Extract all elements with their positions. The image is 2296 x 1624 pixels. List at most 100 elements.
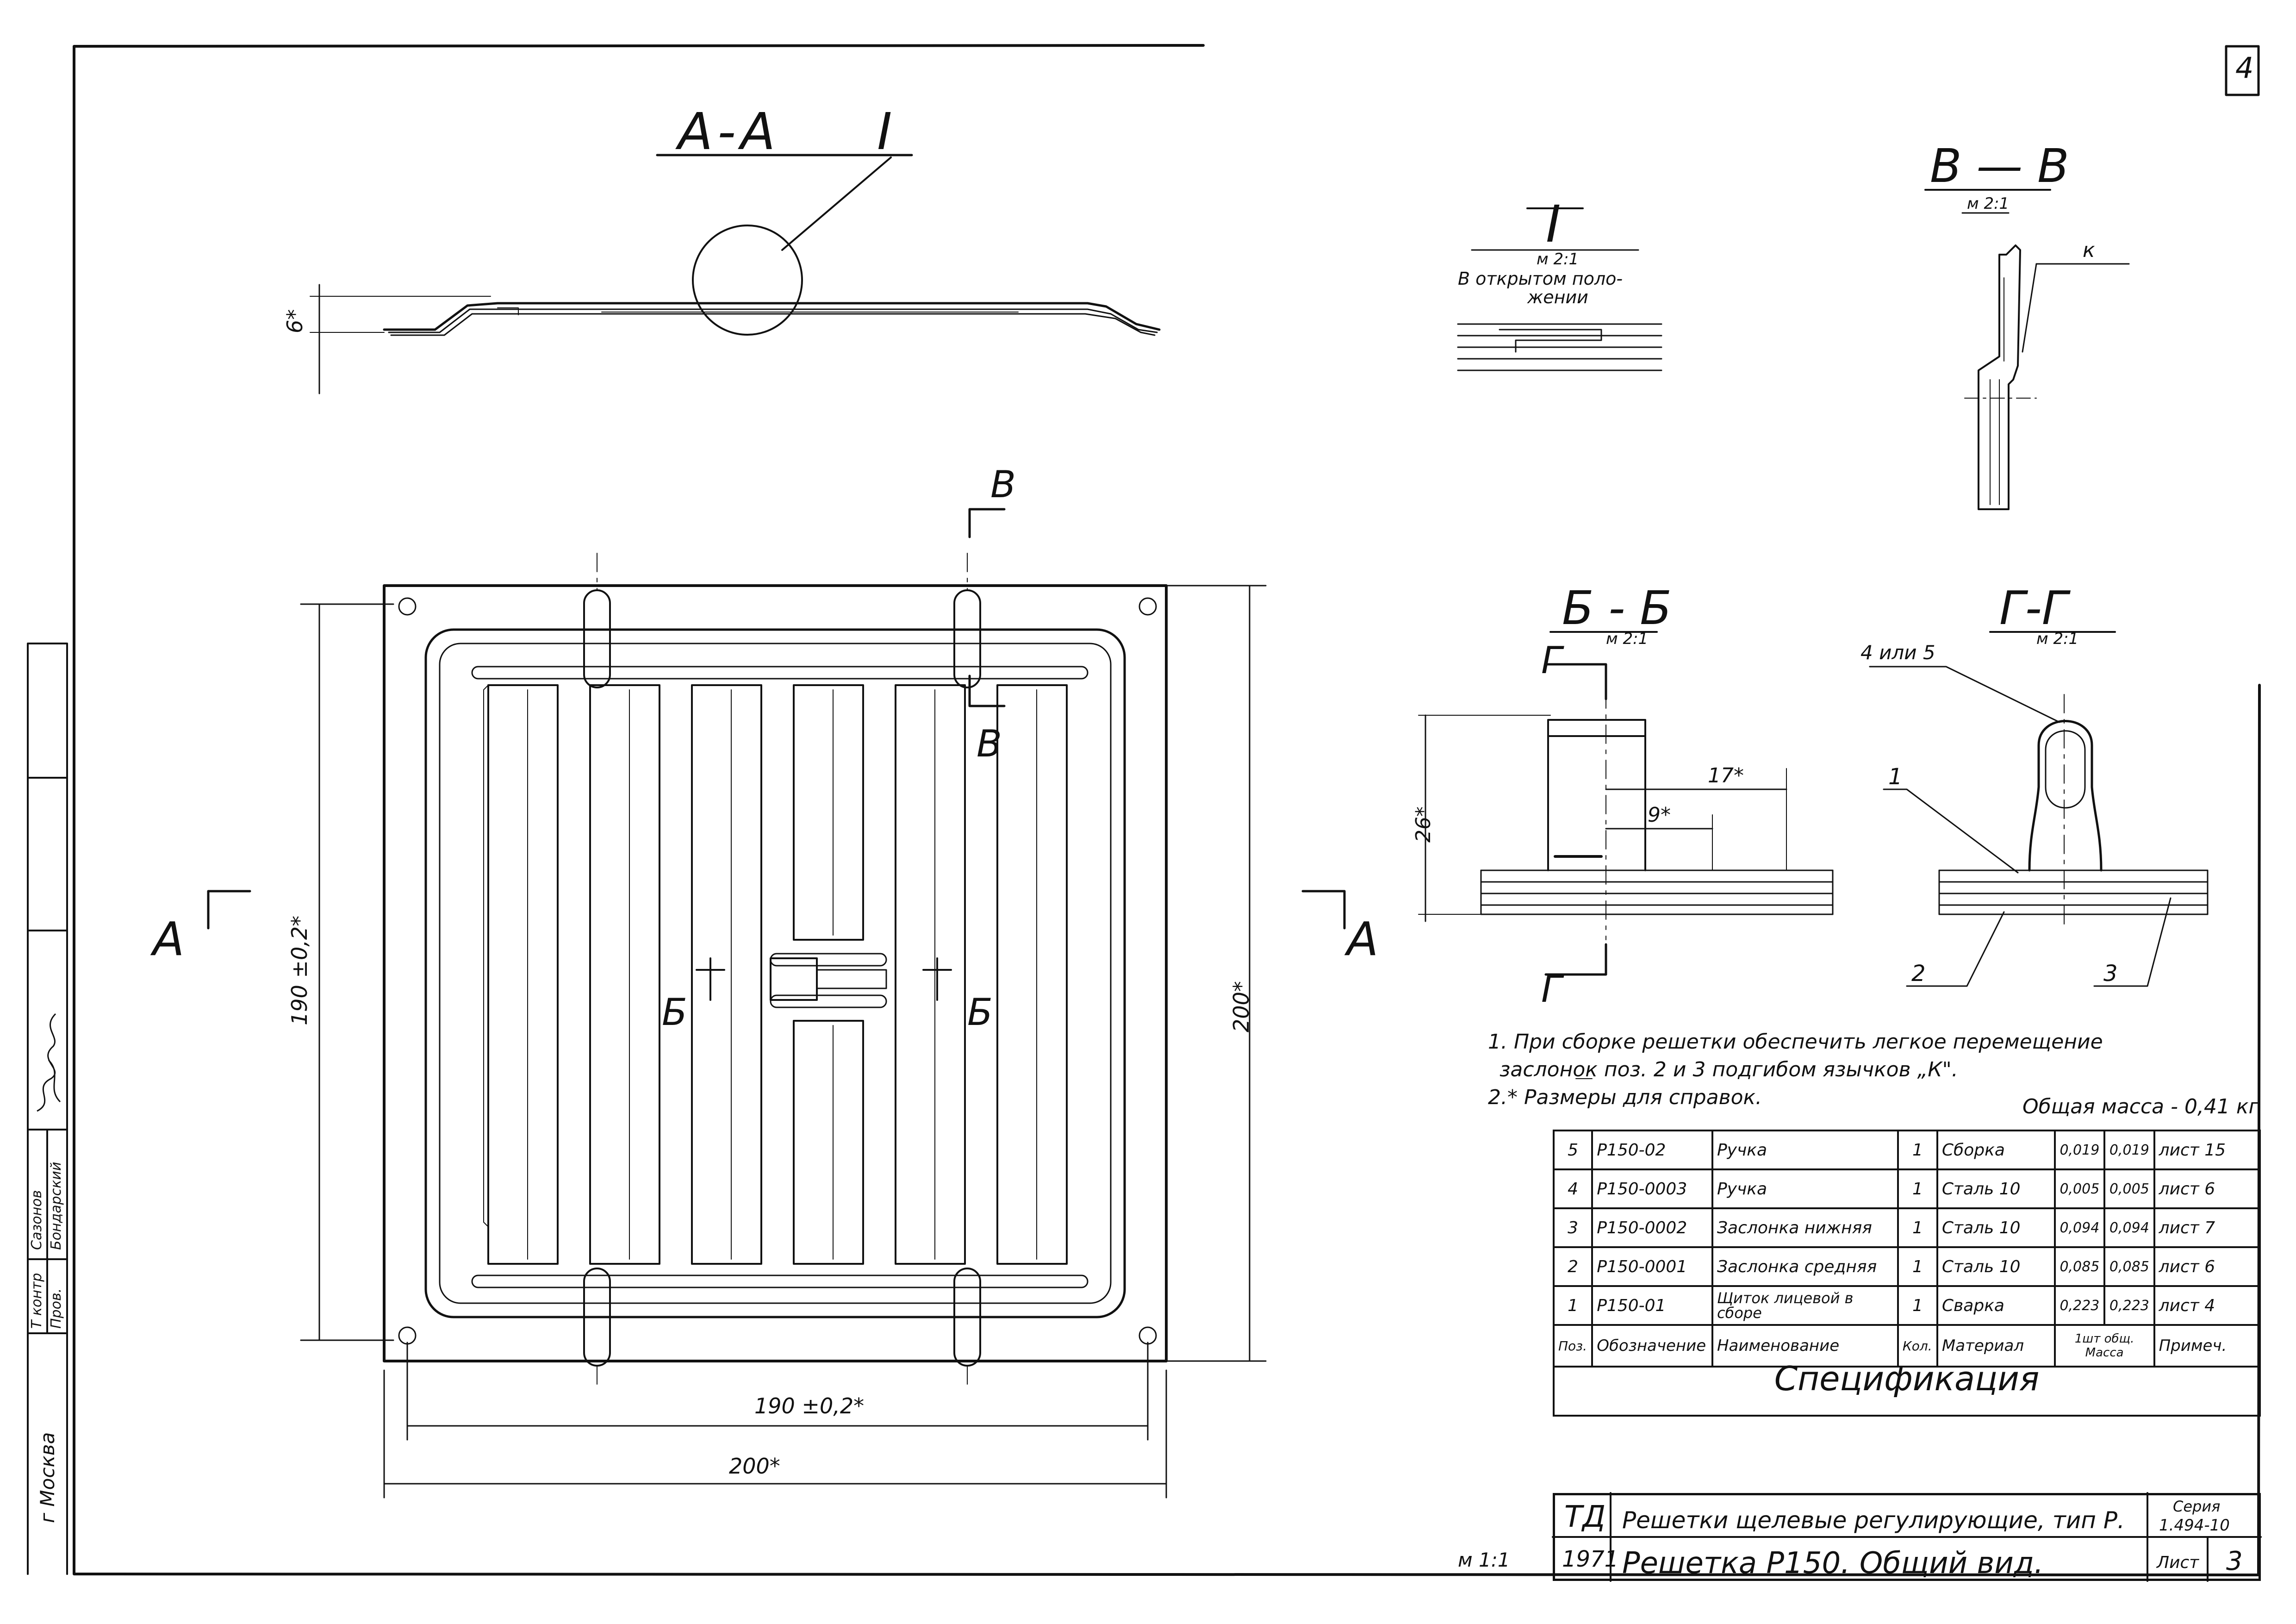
spec-code: Р150-0003 (1591, 1168, 1713, 1209)
section-vv-label-k: к (2083, 238, 2095, 262)
spec-rows: 5 Р150-02 Ручка 1 Сборка 0,019 0,019 лис… (1552, 1130, 2261, 1368)
spec-note: лист 4 (2153, 1285, 2261, 1326)
section-aa (310, 154, 1161, 394)
spec-header-row: Поз. Обозначение Наименование Кол. Матер… (1552, 1324, 2261, 1368)
spec-note: лист 7 (2153, 1207, 2261, 1248)
title-block-sheet: 3 (2226, 1546, 2243, 1576)
table-row: 5 Р150-02 Ручка 1 Сборка 0,019 0,019 лис… (1552, 1130, 2261, 1170)
spec-name: Заслонка нижняя (1711, 1207, 1899, 1248)
spec-mass-total: 0,223 (2103, 1285, 2155, 1326)
spec-name: Заслонка средняя (1711, 1246, 1899, 1287)
table-row: 4 Р150-0003 Ручка 1 Сталь 10 0,005 0,005… (1552, 1168, 2261, 1209)
section-bb (1418, 631, 1834, 976)
spec-name: Ручка (1711, 1130, 1899, 1170)
spec-mass-total: 0,085 (2103, 1246, 2155, 1287)
margin-name-1: Сазонов (29, 1190, 45, 1250)
plan-cut-b-left: Б (662, 991, 687, 1034)
detail-i-scale: м 2:1 (1537, 250, 1579, 269)
spec-code: Р150-01 (1591, 1285, 1713, 1326)
spec-header-code: Обозначение (1591, 1324, 1713, 1368)
spec-note: лист 6 (2153, 1168, 2261, 1209)
detail-i-caption-2: жении (1527, 287, 1588, 307)
spec-mass-unit: 0,019 (2053, 1130, 2106, 1170)
spec-material: Сварка (1936, 1285, 2056, 1326)
spec-name: Ручка (1711, 1168, 1899, 1209)
spec-code: Р150-0001 (1591, 1246, 1713, 1287)
title-block-year: 1971 (1562, 1546, 1619, 1572)
title-block-lines (1552, 1492, 2262, 1582)
spec-material: Сборка (1936, 1130, 2056, 1170)
title-block-series-label: Серия (2173, 1498, 2221, 1515)
spec-header-mass-1: 1шт (2074, 1332, 2101, 1346)
spec-material: Сталь 10 (1936, 1246, 2056, 1287)
spec-mass-unit: 0,223 (2053, 1285, 2106, 1326)
title-block-series: 1.494-10 (2159, 1516, 2230, 1535)
sheet-frame (73, 44, 2261, 1576)
drawing-scale: м 1:1 (1458, 1549, 1510, 1571)
spec-code: Р150-02 (1591, 1130, 1713, 1170)
section-gg-scale: м 2:1 (2036, 630, 2079, 648)
title-block-td: ТД (1564, 1500, 1606, 1534)
spec-pos: 2 (1552, 1246, 1593, 1287)
spec-mass-total: 0,019 (2103, 1130, 2155, 1170)
spec-header-name: Наименование (1711, 1324, 1899, 1368)
spec-header-material: Материал (1936, 1324, 2056, 1368)
spec-pos: 4 (1552, 1168, 1593, 1209)
spec-code: Р150-0002 (1591, 1207, 1713, 1248)
spec-pos: 3 (1552, 1207, 1593, 1248)
spec-header-mass: Масса (2085, 1346, 2124, 1360)
section-gg-callout-3: 3 (2103, 961, 2118, 987)
note-line-2: заслонок поз. 2 и 3 подгибом язычков „К"… (1500, 1058, 1958, 1081)
section-aa-title: A-A (678, 102, 780, 161)
spec-mass-total: 0,005 (2103, 1168, 2155, 1209)
spec-pos: 5 (1552, 1130, 1593, 1170)
title-block-sheet-label: Лист (2157, 1553, 2199, 1572)
table-row: 1 Р150-01 Щиток лицевой в сборе 1 Сварка… (1552, 1285, 2261, 1326)
spec-material: Сталь 10 (1936, 1168, 2056, 1209)
section-bb-cut-bottom: Г (1541, 968, 1562, 1011)
section-gg-callout-1: 1 (1888, 764, 1903, 790)
detail-i-mark: I (1546, 194, 1561, 254)
margin-strip (27, 643, 68, 1575)
margin-signatures (37, 1013, 61, 1112)
spec-mass-unit: 0,005 (2053, 1168, 2106, 1209)
section-bb-cut-top: Г (1541, 639, 1562, 682)
plan-cut-b-right: Б (967, 991, 993, 1034)
plan-cut-v-top: В (990, 463, 1016, 506)
spec-qty: 1 (1897, 1246, 1938, 1287)
specification-title: Спецификация (1553, 1343, 2261, 1417)
section-bb-dim-17: 17* (1708, 764, 1744, 787)
section-bb-dim-9: 9* (1648, 803, 1671, 827)
section-bb-title: Б - Б (1562, 581, 1672, 635)
spec-qty: 1 (1897, 1168, 1938, 1209)
spec-qty: 1 (1897, 1285, 1938, 1326)
title-block: ТД 1971 Решетки щелевые регулирующие, ти… (1553, 1493, 2261, 1581)
sheet-number-box (2225, 45, 2260, 96)
note-line-3: 2.* Размеры для справок. (1488, 1086, 1762, 1109)
plan-cut-v-mid: В (977, 722, 1002, 765)
detail-i-caption-1: В открытом поло- (1458, 269, 1623, 289)
plan-cut-a-right: А (1347, 912, 1379, 966)
spec-header-qty: Кол. (1897, 1324, 1938, 1368)
sheet-number: 4 (2235, 51, 2254, 85)
spec-qty: 1 (1897, 1207, 1938, 1248)
plan-cut-a-left: А (153, 912, 185, 966)
section-gg-callout-2: 2 (1911, 961, 1926, 987)
section-gg-callout-45: 4 или 5 (1860, 641, 1935, 664)
title-block-line-2: Решетка Р150. Общий вид. (1622, 1546, 2044, 1580)
spec-mass-unit: 0,085 (2053, 1246, 2106, 1287)
spec-material: Сталь 10 (1936, 1207, 2056, 1248)
section-bb-dim-height: 26* (1412, 806, 1435, 843)
section-vv-scale: м 2:1 (1967, 194, 2010, 213)
spec-header-pos: Поз. (1552, 1324, 1593, 1368)
table-row: 3 Р150-0002 Заслонка нижняя 1 Сталь 10 0… (1552, 1207, 2261, 1248)
margin-city: г Москва (36, 1432, 59, 1523)
spec-mass-unit: 0,094 (2053, 1207, 2106, 1248)
margin-role-2: Пров. (48, 1288, 64, 1329)
section-gg (1869, 631, 2209, 987)
note-line-1: 1. При сборке решетки обеспечить легкое … (1488, 1030, 2103, 1054)
margin-name-2: Бондарский (48, 1162, 64, 1250)
spec-header-mass-2: общ. (2104, 1332, 2134, 1346)
spec-mass-total: 0,094 (2103, 1207, 2155, 1248)
